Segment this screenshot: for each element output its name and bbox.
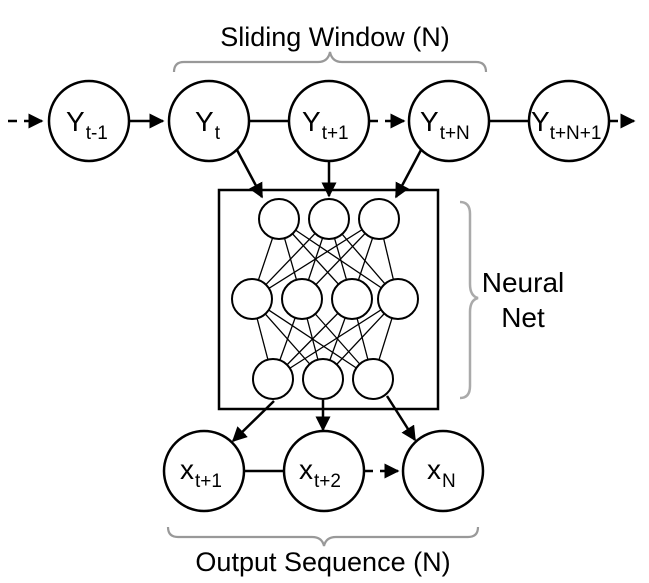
neuron-layer3-2: [302, 358, 344, 400]
input-node-y-t: Yt: [167, 79, 251, 163]
output-node-x-t2: xt+2: [282, 429, 366, 513]
neural-net-label-line2: Net: [501, 302, 545, 333]
neuron-layer1-1: [258, 198, 300, 240]
output-node-x-t1: xt+1: [162, 429, 246, 513]
input-node-y-tN1: Yt+N+1: [527, 79, 611, 163]
neural-net-connection: [272, 298, 399, 380]
neural-net-connection: [251, 218, 380, 300]
svg-text:Yt+N: Yt+N: [420, 106, 470, 144]
neuron-layer3-1: [252, 358, 294, 400]
neuron-layer1-3: [358, 198, 400, 240]
edge-nn-to-xN: [385, 395, 417, 442]
neural-net-brace: [459, 200, 479, 400]
svg-text:xt+2: xt+2: [299, 454, 341, 492]
edge-ytN-to-nn: [394, 149, 423, 199]
svg-text:xN: xN: [427, 454, 456, 492]
input-node-y-t-1: Yt-1: [47, 79, 131, 163]
output-sequence-brace: [166, 526, 480, 547]
neuron-layer2-2: [281, 278, 323, 320]
neural-net-connection: [278, 218, 399, 300]
neural-net-label-line1: Neural: [482, 267, 564, 298]
svg-text:Yt+1: Yt+1: [302, 106, 349, 144]
neuron-layer3-3: [352, 358, 394, 400]
output-node-x-N: xN: [401, 429, 485, 513]
neural-net-neurons: [231, 198, 419, 400]
edge-nn-to-x1: [231, 400, 275, 443]
edge-yt-to-nn: [235, 149, 264, 199]
output-sequence-title: Output Sequence (N): [195, 547, 450, 577]
neuron-layer2-1: [231, 278, 273, 320]
svg-text:Yt: Yt: [195, 106, 221, 144]
svg-text:xt+1: xt+1: [180, 454, 222, 492]
neuron-layer2-4: [377, 278, 419, 320]
neural-net-connections: [251, 218, 399, 380]
neuron-layer1-2: [308, 198, 350, 240]
input-node-y-tN: Yt+N: [407, 79, 491, 163]
input-node-y-t1: Yt+1: [287, 79, 371, 163]
sliding-window-brace: [172, 51, 488, 73]
neuron-layer2-3: [331, 278, 373, 320]
sliding-window-title: Sliding Window (N): [220, 22, 450, 52]
svg-text:Yt+N+1: Yt+N+1: [531, 106, 601, 144]
svg-text:Yt-1: Yt-1: [66, 106, 108, 144]
